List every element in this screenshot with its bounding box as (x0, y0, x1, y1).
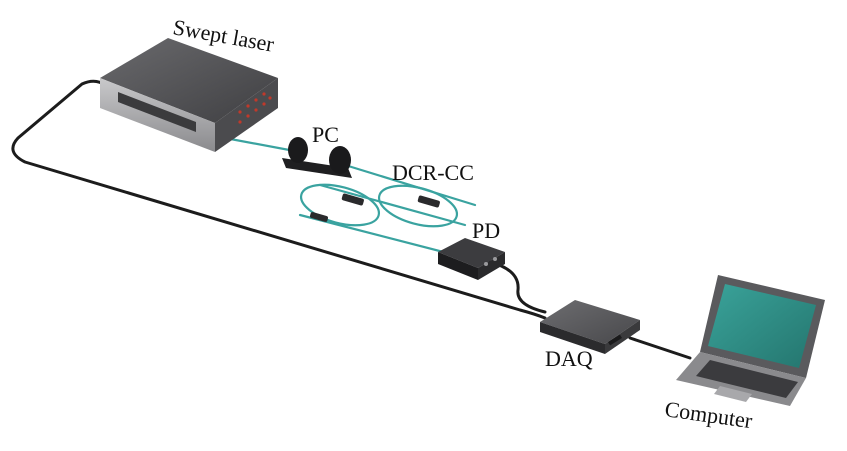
laser-side-face (215, 78, 278, 152)
fiber-couplers (309, 193, 440, 222)
laser-handle (118, 92, 196, 132)
pd-to-daq-cable (488, 260, 547, 314)
coupler-upper-fiber (318, 183, 467, 227)
daq-side (605, 320, 640, 354)
pd-side (478, 252, 505, 280)
pd-label: PD (472, 218, 500, 243)
pc-label: PC (312, 122, 339, 147)
fiber-loop-left (299, 183, 381, 227)
pc-base (282, 158, 352, 178)
polarization-controller: PC (282, 122, 352, 178)
laser-buttons (238, 92, 272, 124)
laptop-screen (708, 284, 816, 368)
laser-top-face (100, 38, 278, 123)
laser-trigger-cable (11, 79, 547, 320)
fiber-loop-right (377, 184, 459, 228)
photodetector-device: PD (438, 218, 505, 280)
laptop-computer: Computer (663, 275, 825, 433)
daq-device: DAQ (540, 300, 640, 371)
electrical-cables (11, 79, 692, 360)
daq-to-computer-cable (628, 336, 692, 360)
pd-front (438, 252, 478, 280)
daq-front (540, 322, 605, 354)
pd-top (438, 238, 505, 268)
dcrcc-label: DCR-CC (392, 160, 474, 185)
laptop-keyboard (696, 360, 798, 398)
daq-top (540, 300, 640, 344)
laptop-touchpad (714, 386, 752, 402)
pc-paddle-left (288, 137, 308, 163)
pc-to-coupler-fiber (343, 163, 477, 207)
coupler-2 (309, 212, 329, 222)
coupler-1 (341, 193, 364, 206)
pc-paddle-right (329, 146, 351, 174)
computer-label: Computer (663, 396, 754, 433)
coupler-3 (417, 195, 440, 208)
swept-laser-device: Swept laser (100, 14, 278, 152)
laser-output-fiber (223, 136, 302, 154)
daq-label: DAQ (545, 346, 593, 371)
